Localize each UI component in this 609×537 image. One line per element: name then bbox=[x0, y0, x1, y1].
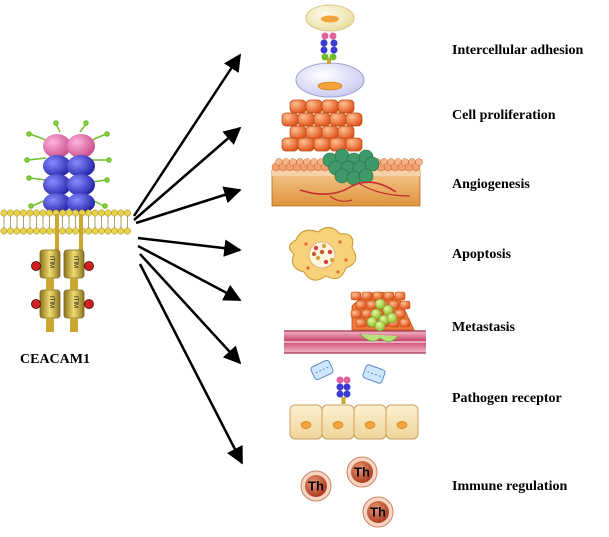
label-pathogen-receptor: Pathogen receptor bbox=[452, 391, 562, 406]
label-immune-regulation: Immune regulation bbox=[452, 479, 568, 494]
cell-proliferation-icon bbox=[281, 99, 363, 152]
arrow-intercellular-adhesion bbox=[132, 53, 242, 217]
label-metastasis: Metastasis bbox=[452, 320, 515, 335]
label-apoptosis: Apoptosis bbox=[452, 247, 512, 262]
tm-stalk-right bbox=[79, 214, 83, 250]
th-cell-label-2: Th bbox=[354, 465, 370, 480]
label-intercellular-adhesion: Intercellular adhesion bbox=[452, 43, 584, 58]
ig-domains bbox=[43, 155, 95, 213]
glycan-sprigs bbox=[24, 120, 112, 209]
itim-label-3: ITIM bbox=[48, 296, 54, 308]
ceacam1-molecule: ITIM ITIM ITIM ITIM bbox=[0, 120, 131, 332]
intercellular-adhesion-icon bbox=[295, 4, 365, 98]
apoptosis-icon bbox=[289, 227, 357, 281]
label-cell-proliferation: Cell proliferation bbox=[452, 108, 556, 123]
n-domain-left bbox=[43, 134, 71, 158]
arrow-apoptosis bbox=[137, 236, 242, 257]
arrow-immune-regulation bbox=[138, 263, 244, 465]
arrow-cell-proliferation bbox=[133, 126, 242, 221]
arrow-angiogenesis bbox=[135, 186, 242, 225]
angiogenesis-icon bbox=[271, 148, 423, 207]
itim-label-4: ITIM bbox=[72, 296, 78, 308]
molecule-name: CEACAM1 bbox=[20, 352, 90, 367]
itim-label-1: ITIM bbox=[48, 256, 54, 268]
metastasis-icon bbox=[284, 291, 426, 354]
cell-membrane bbox=[0, 209, 131, 235]
arrow-pathogen-receptor bbox=[139, 253, 242, 365]
phosphorylation-sites bbox=[31, 261, 94, 309]
itim-label-2: ITIM bbox=[72, 256, 78, 268]
label-angiogenesis: Angiogenesis bbox=[452, 177, 530, 192]
th-cell-label-1: Th bbox=[308, 479, 324, 494]
n-domain-right bbox=[67, 134, 95, 158]
arrows bbox=[132, 53, 244, 465]
cytoplasmic-tails bbox=[39, 249, 85, 332]
arrow-metastasis bbox=[137, 244, 242, 302]
pathogen-receptor-icon bbox=[289, 359, 419, 440]
th-cell-label-3: Th bbox=[370, 505, 386, 520]
tm-stalk-left bbox=[55, 214, 59, 250]
